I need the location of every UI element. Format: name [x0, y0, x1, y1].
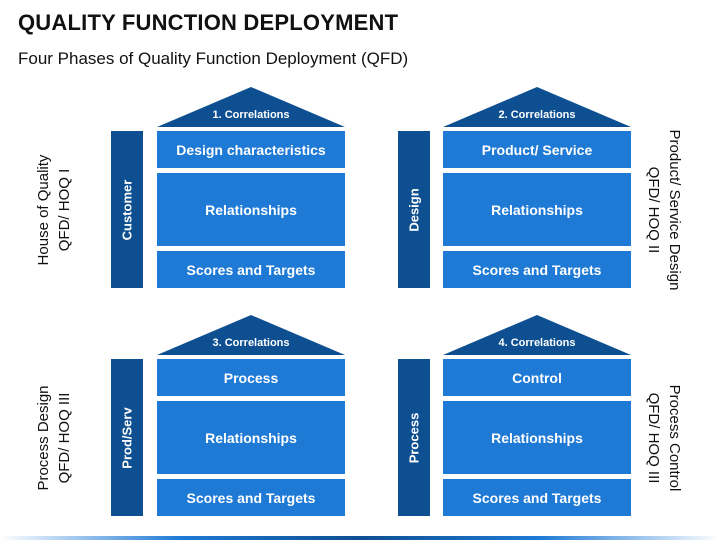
side-bar-1: Customer [111, 131, 143, 288]
side-bar-2: Design [398, 131, 430, 288]
roof-label-3: 3. Correlations [212, 337, 290, 349]
outer-label-4-line-1: Process Control [666, 384, 683, 492]
outer-label-1: House of Quality QFD/ HOQ I [29, 120, 79, 300]
roof-3: 3. Correlations [157, 315, 345, 355]
relationships-box-4: Relationships [443, 401, 631, 474]
top-box-3: Process [157, 359, 345, 396]
roof-label-2: 2. Correlations [498, 109, 576, 121]
outer-label-3-line-1: Process Design [35, 385, 52, 491]
outer-label-2: Product/ Service Design QFD/ HOQ II [639, 110, 689, 310]
outer-label-1-line-1: House of Quality [35, 154, 52, 266]
side-bar-3: Prod/Serv [111, 359, 143, 516]
scores-box-1: Scores and Targets [157, 251, 345, 288]
relationships-box-2: Relationships [443, 173, 631, 246]
page-subtitle: Four Phases of Quality Function Deployme… [18, 49, 409, 68]
relationships-box-3: Relationships [157, 401, 345, 474]
side-bar-4: Process [398, 359, 430, 516]
outer-label-1-line-2: QFD/ HOQ I [56, 168, 73, 252]
scores-box-2: Scores and Targets [443, 251, 631, 288]
roof-4: 4. Correlations [443, 315, 631, 355]
side-label-3: Prod/Serv [119, 406, 135, 469]
side-label-4: Process [406, 412, 422, 463]
side-label-2: Design [406, 187, 422, 232]
roof-label-4: 4. Correlations [498, 337, 576, 349]
outer-label-4: Process Control QFD/ HOQ III [639, 348, 689, 528]
roof-2: 2. Correlations [443, 87, 631, 127]
scores-box-3: Scores and Targets [157, 479, 345, 516]
outer-label-2-line-2: QFD/ HOQ II [645, 166, 662, 254]
roof-label-1: 1. Correlations [212, 109, 290, 121]
top-box-1: Design characteristics [157, 131, 345, 168]
top-box-2: Product/ Service [443, 131, 631, 168]
outer-label-2-line-1: Product/ Service Design [666, 129, 683, 291]
outer-label-3-line-2: QFD/ HOQ III [56, 392, 73, 484]
roof-1: 1. Correlations [157, 87, 345, 127]
footer-accent-bar [0, 536, 720, 540]
outer-label-4-line-2: QFD/ HOQ III [645, 392, 662, 484]
outer-label-3: Process Design QFD/ HOQ III [29, 348, 79, 528]
relationships-box-1: Relationships [157, 173, 345, 246]
side-label-1: Customer [119, 179, 135, 240]
scores-box-4: Scores and Targets [443, 479, 631, 516]
page-title: QUALITY FUNCTION DEPLOYMENT [18, 10, 399, 35]
top-box-4: Control [443, 359, 631, 396]
